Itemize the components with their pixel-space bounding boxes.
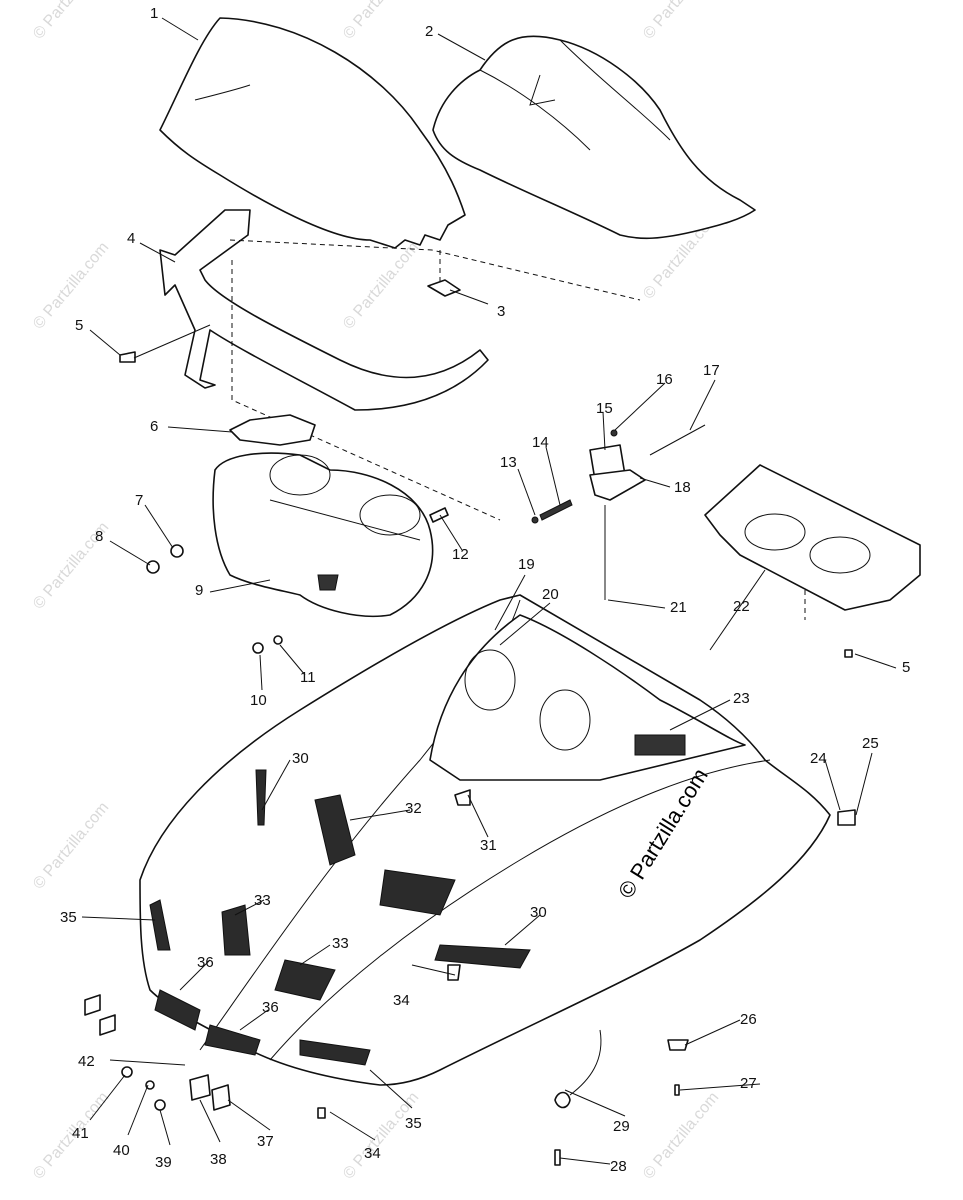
callout-label: 34 bbox=[364, 1145, 381, 1162]
callout-label: 14 bbox=[532, 434, 549, 451]
callout-label: 27 bbox=[740, 1075, 757, 1092]
callout-label: 35 bbox=[60, 909, 77, 926]
pad bbox=[229, 414, 316, 446]
heat-shield bbox=[704, 464, 921, 620]
windshield bbox=[159, 17, 466, 249]
callout-label: 18 bbox=[674, 479, 691, 496]
callout-label: 2 bbox=[425, 23, 433, 40]
watermark: © Partzilla.com bbox=[640, 1089, 722, 1183]
leader-lines bbox=[81, 17, 897, 1165]
callout-label: 8 bbox=[95, 528, 103, 545]
callout-label: 20 bbox=[542, 586, 559, 603]
callout-label: 30 bbox=[530, 904, 547, 921]
callout-label: 4 bbox=[127, 230, 135, 247]
watermark: © Partzilla.com bbox=[640, 0, 722, 43]
callout-label: 5 bbox=[902, 659, 910, 676]
callout-label: 42 bbox=[78, 1053, 95, 1070]
callout-label: 13 bbox=[500, 454, 517, 471]
watermark: © Partzilla.com bbox=[340, 239, 422, 333]
callout-label: 28 bbox=[610, 1158, 627, 1175]
callout-label: 1 bbox=[150, 5, 158, 22]
callout-label: 16 bbox=[656, 371, 673, 388]
seat bbox=[432, 35, 756, 240]
callout-label: 41 bbox=[72, 1125, 89, 1142]
callout-label: 10 bbox=[250, 692, 267, 709]
callout-label: 15 bbox=[596, 400, 613, 417]
callout-label: 36 bbox=[197, 954, 214, 971]
hood bbox=[139, 594, 831, 1086]
hardware bbox=[84, 351, 856, 1166]
headlight-housing bbox=[212, 452, 434, 618]
callout-label: 29 bbox=[613, 1118, 630, 1135]
latch-assembly bbox=[531, 424, 706, 600]
callout-label: 35 bbox=[405, 1115, 422, 1132]
callout-label: 32 bbox=[405, 800, 422, 817]
watermark: © Partzilla.com bbox=[30, 239, 112, 333]
callout-label: 5 bbox=[75, 317, 83, 334]
callout-label: 19 bbox=[518, 556, 535, 573]
callout-labels: 1 2 3 4 5 5 6 7 8 9 10 11 12 13 14 15 16… bbox=[60, 5, 910, 1175]
callout-label: 21 bbox=[670, 599, 687, 616]
callout-label: 39 bbox=[155, 1154, 172, 1171]
callout-label: 33 bbox=[332, 935, 349, 952]
clip bbox=[427, 250, 461, 297]
watermark: © Partzilla.com bbox=[30, 799, 112, 893]
vent-30-upper bbox=[255, 769, 267, 826]
callout-label: 6 bbox=[150, 418, 158, 435]
bracket bbox=[159, 209, 641, 521]
callout-label: 31 bbox=[480, 837, 497, 854]
watermark: © Partzilla.com bbox=[340, 1089, 422, 1183]
callout-label: 24 bbox=[810, 750, 827, 767]
callout-label: 7 bbox=[135, 492, 143, 509]
callout-label: 30 bbox=[292, 750, 309, 767]
callout-label: 9 bbox=[195, 582, 203, 599]
callout-label: 3 bbox=[497, 303, 505, 320]
callout-label: 37 bbox=[257, 1133, 274, 1150]
watermark: © Partzilla.com bbox=[30, 0, 112, 43]
callout-label: 11 bbox=[300, 669, 316, 686]
callout-label: 17 bbox=[703, 362, 720, 379]
callout-label: 12 bbox=[452, 546, 469, 563]
callout-label: 34 bbox=[393, 992, 410, 1009]
callout-label: 26 bbox=[740, 1011, 757, 1028]
watermark: © Partzilla.com bbox=[340, 0, 422, 43]
callout-label: 25 bbox=[862, 735, 879, 752]
callout-label: 40 bbox=[113, 1142, 130, 1159]
callout-label: 33 bbox=[254, 892, 271, 909]
callout-label: 23 bbox=[733, 690, 750, 707]
callout-label: 22 bbox=[733, 598, 750, 615]
callout-label: 38 bbox=[210, 1151, 227, 1168]
callout-label: 36 bbox=[262, 999, 279, 1016]
